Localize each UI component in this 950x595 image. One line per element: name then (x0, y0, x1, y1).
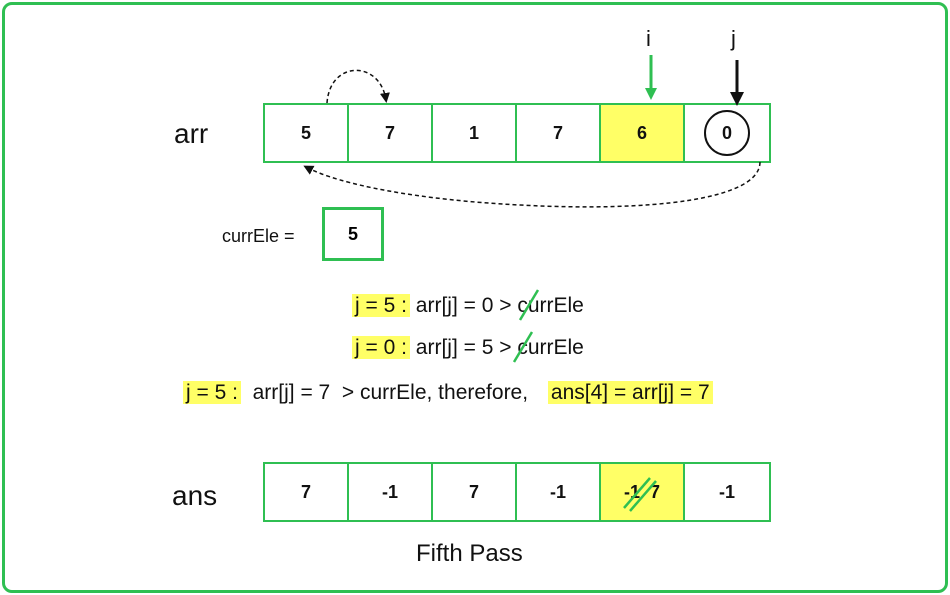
ans-cell-1: -1 (349, 464, 433, 520)
step-2-op: > (499, 336, 512, 359)
arr-cell-3: 7 (517, 105, 601, 161)
arr-cell-5-circle: 0 (704, 110, 750, 156)
curr-ele-box: 5 (322, 207, 384, 261)
step-1-strike-mark (518, 289, 540, 321)
ans-cell-3: -1 (517, 464, 601, 520)
ans-cell-4: -1 7 (601, 464, 685, 520)
step-2-text: arr[j] = 5 (409, 336, 500, 359)
top-dashed-arrow (326, 69, 390, 104)
step-3-result: ans[4] = arr[j] = 7 (547, 381, 713, 404)
arr-cell-4: 6 (601, 105, 685, 161)
step-2-strike-mark (512, 331, 534, 363)
step-1-text: arr[j] = 0 (409, 294, 500, 317)
ans-cell-0: 7 (265, 464, 349, 520)
ans-cell-4-old: -1 (623, 481, 640, 502)
pointer-j-label: j (731, 26, 736, 51)
step-2-prefix: j = 0 : (352, 336, 410, 359)
arr-label: arr (174, 118, 209, 149)
step-line-3: j = 5 : arr[j] = 7 > currEle, therefore,… (183, 381, 713, 405)
step-line-2: j = 0 : arr[j] = 5 > currEle (352, 336, 584, 360)
ans-cell-4-new: 7 (650, 481, 661, 502)
step-1-rest: currEle (511, 294, 584, 317)
ans-cell-2: 7 (433, 464, 517, 520)
step-3-text: arr[j] = 7 > currEle, therefore, (240, 381, 534, 404)
ans-strike-mark-2 (629, 480, 657, 512)
step-1-op-struck: > (499, 294, 511, 318)
ans-cell-5: -1 (718, 481, 735, 502)
step-line-1: j = 5 : arr[j] = 0 > currEle (352, 294, 584, 318)
step-1-prefix: j = 5 : (352, 294, 410, 317)
ans-strike-mark-1 (623, 477, 651, 509)
arr-row: 5 7 1 7 6 0 (263, 103, 771, 163)
step-3-prefix: j = 5 : (183, 381, 241, 404)
ans-row: 7 -1 7 -1 -1 7 -1 (263, 462, 771, 522)
caption: Fifth Pass (416, 540, 523, 567)
arr-cell-1: 7 (349, 105, 433, 161)
step-1-op: > (499, 294, 512, 317)
arr-cell-0: 5 (265, 105, 349, 161)
ans-label: ans (172, 480, 218, 511)
arr-cell-2: 1 (433, 105, 517, 161)
curr-ele-label: currEle = (222, 226, 295, 246)
step-2-op-struck: > (499, 336, 511, 360)
arr-cell-5: 0 (685, 105, 769, 161)
step-2-rest: currEle (511, 336, 584, 359)
pointer-i-label: i (646, 26, 651, 51)
bottom-dashed-arrow (303, 161, 761, 208)
